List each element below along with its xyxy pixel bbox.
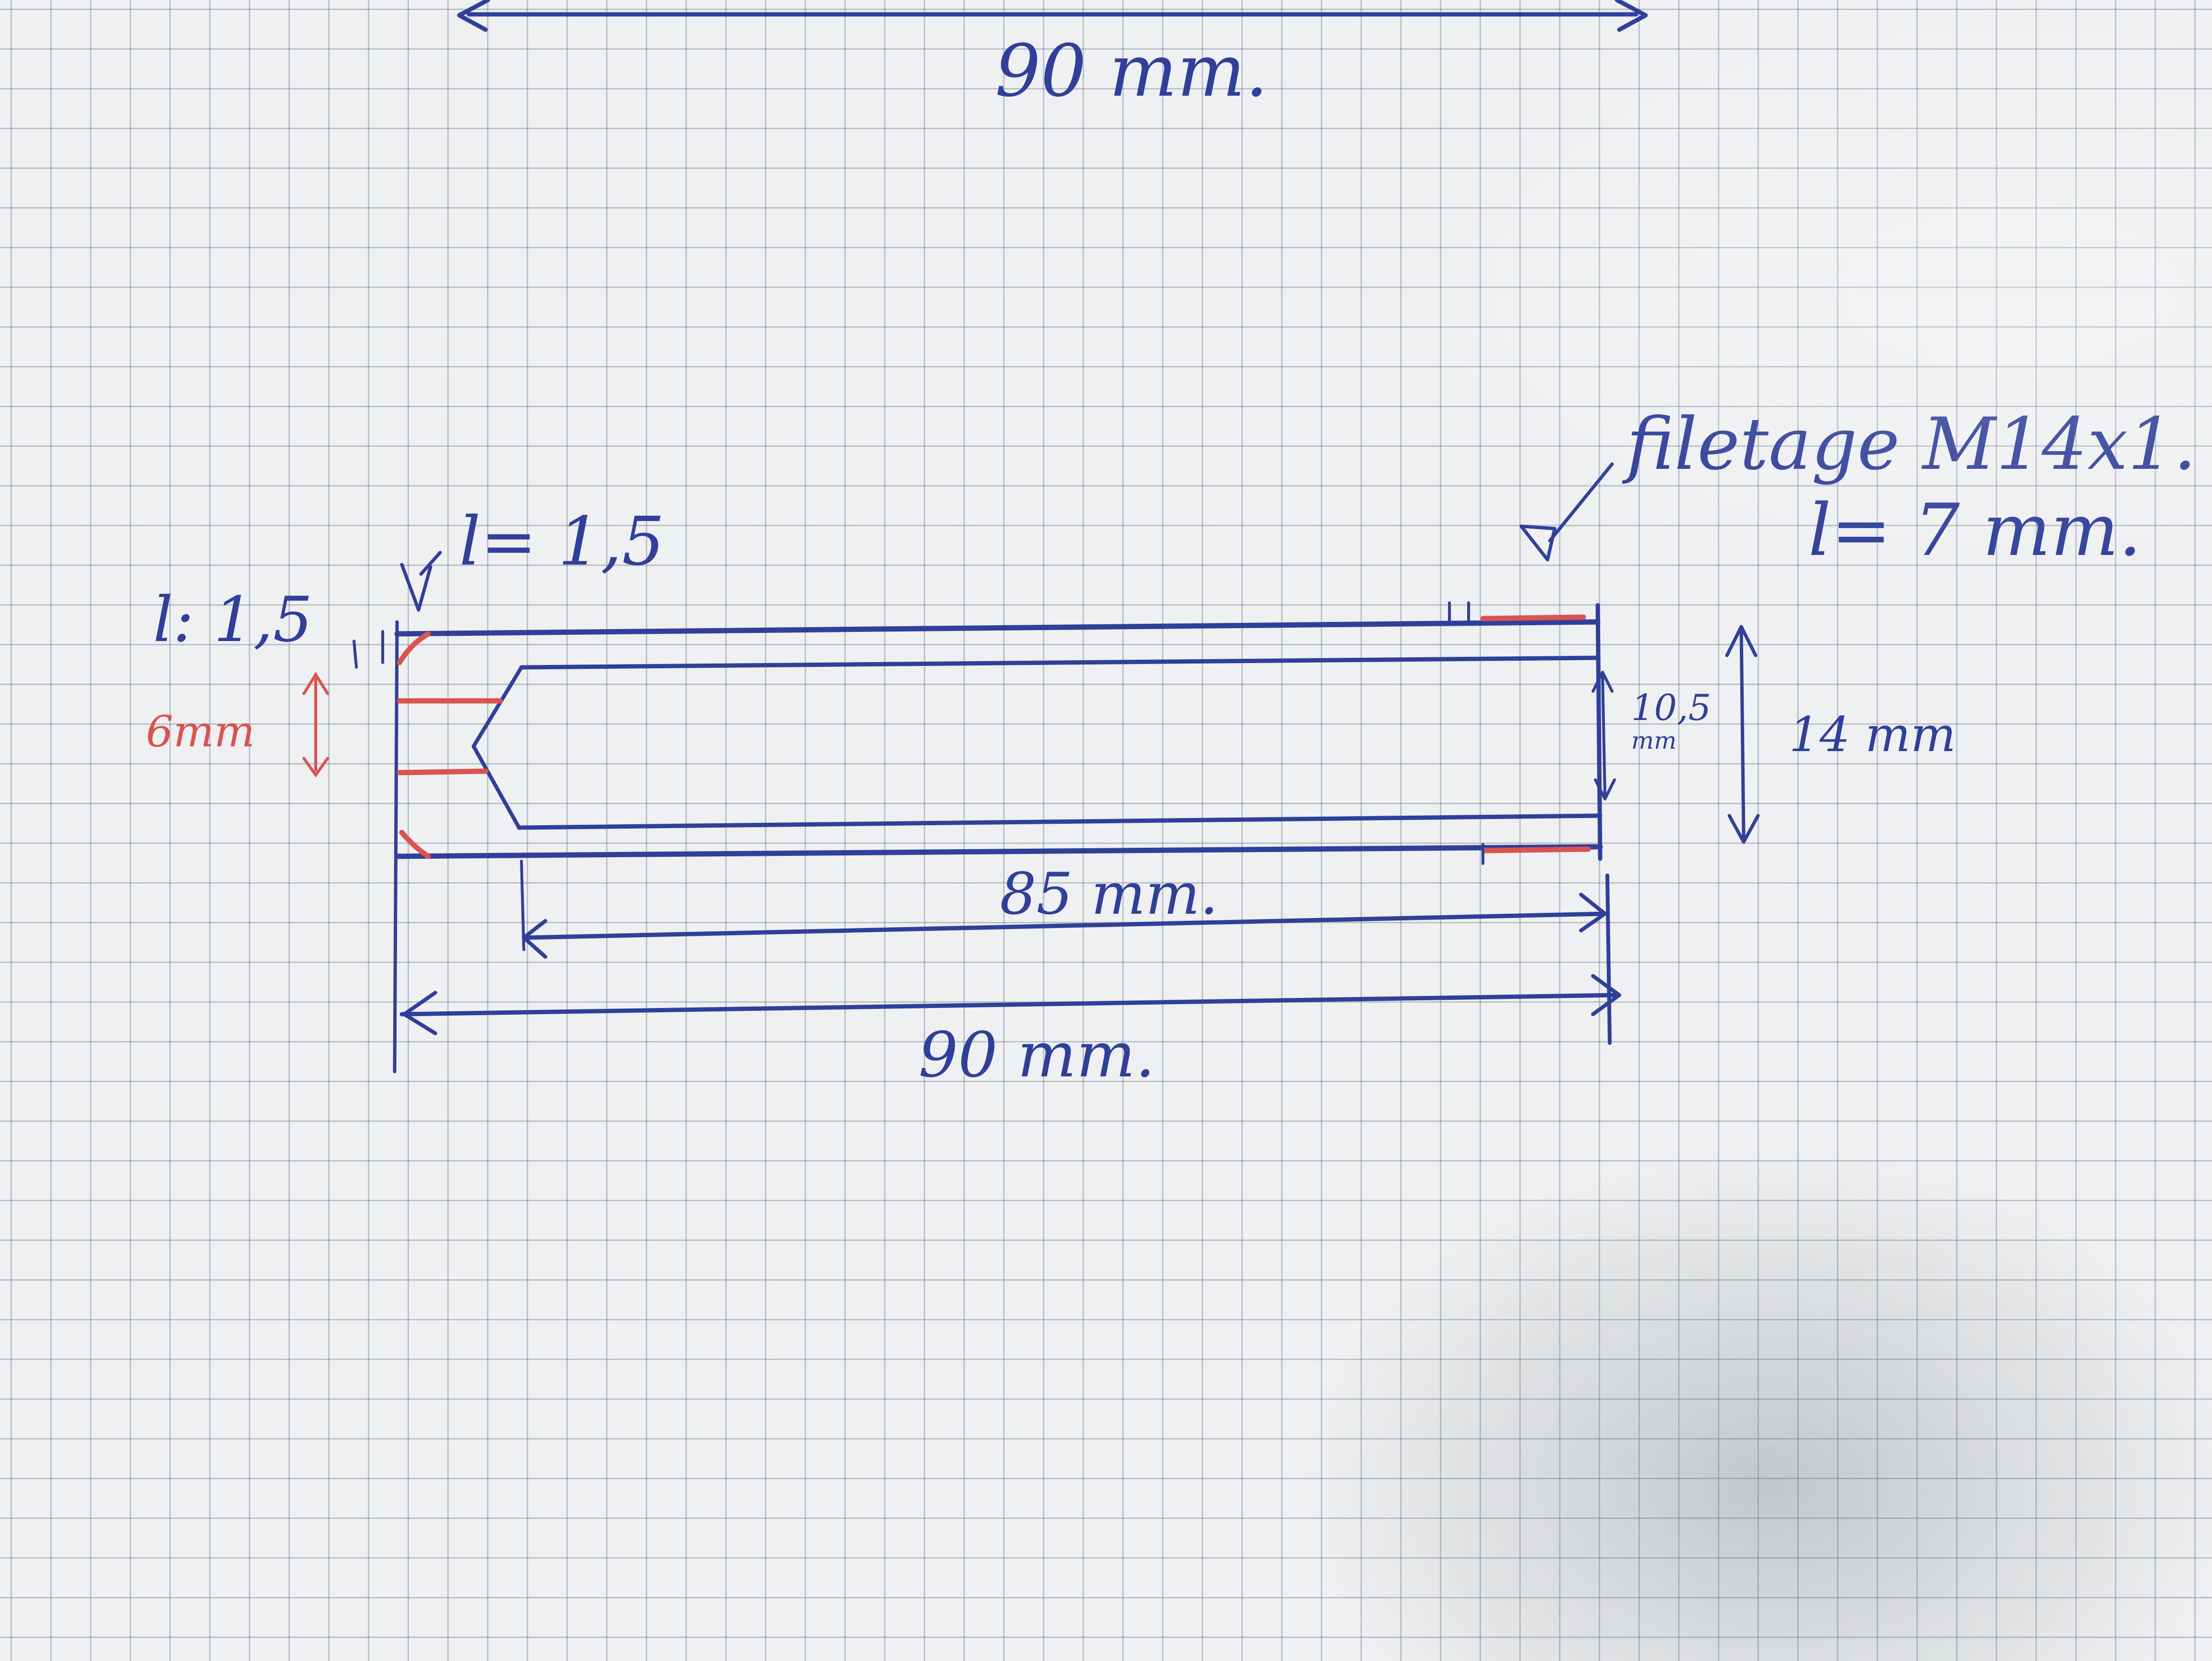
top-length-label: 90 mm. [995,30,1268,113]
inner-diameter-arrow [1592,671,1616,800]
thread-marks [1448,601,1591,865]
outer-top-line [394,619,1601,637]
thread-spec-label: filetage M14x1. [1622,403,2196,486]
inner-diameter-value: 10,5 [1631,687,1711,729]
inner-length-dimension [520,860,1612,1045]
inner-bottom-line [517,813,1603,830]
hole-diameter-arrow [302,672,329,778]
total-length-dimension [399,974,1621,1035]
part-outline [393,603,1603,1074]
inner-diameter-unit: mm [1631,727,1677,754]
hole-diameter-label: 6mm [146,707,255,757]
outer-diameter-label: 14 mm [1789,707,1956,763]
chamfer-left-label: l: 1,5 [153,583,312,656]
inner-top-line [519,655,1600,670]
drill-point [472,665,523,830]
hole-6mm-lines [397,631,503,859]
outer-diameter-arrow [1725,625,1760,844]
total-length-label: 90 mm. [918,1019,1155,1091]
chamfer-top-label: l= 1,5 [459,503,664,581]
thread-leader [1519,462,1614,562]
top-dimension-line [457,0,1648,32]
inner-length-label: 85 mm. [1000,861,1218,928]
left-end-line [393,620,399,1074]
thread-length-label: l= 7 mm. [1808,489,2142,572]
chamfer-arrows [353,551,442,669]
right-end-line [1595,603,1603,861]
outer-bottom-line [394,844,1603,859]
